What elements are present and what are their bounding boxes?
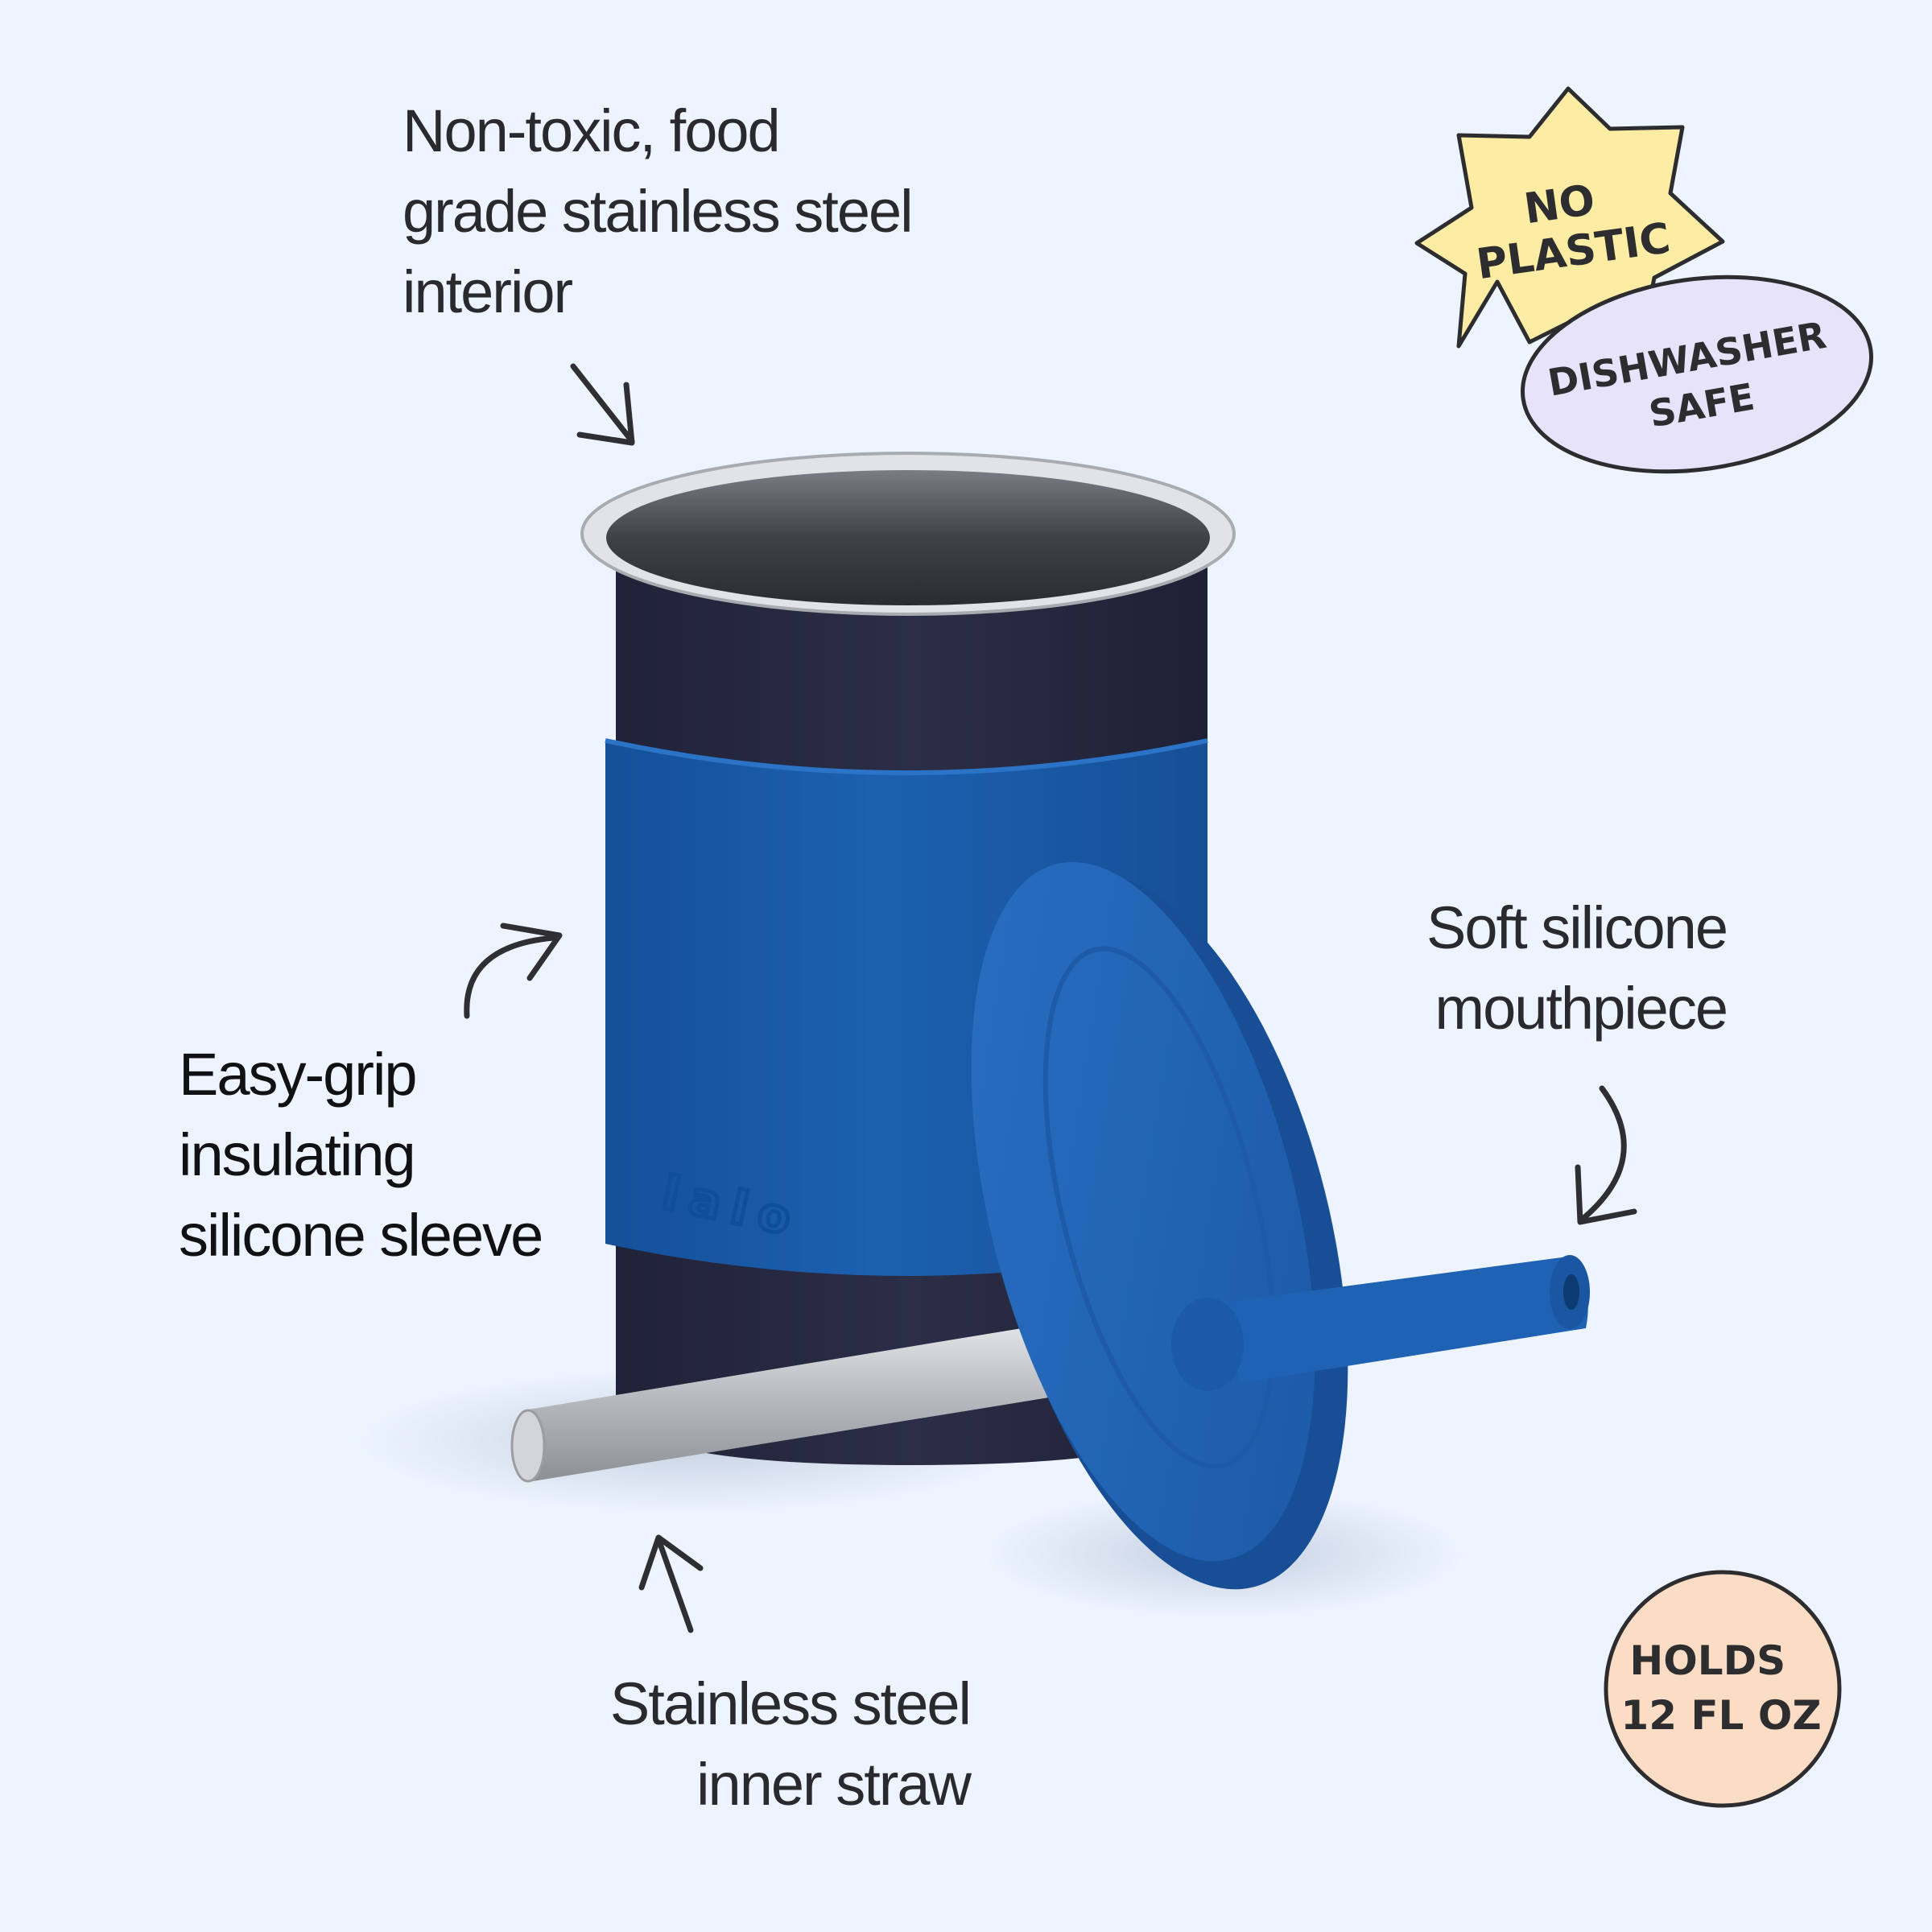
- callout-sleeve-line-2: insulating: [179, 1121, 416, 1188]
- callout-sleeve: Easy-grip insulating silicone sleeve: [179, 1034, 543, 1276]
- arrow-up-right-icon: [464, 923, 563, 1019]
- callout-sleeve-line-1: Easy-grip: [179, 1041, 418, 1108]
- steel-interior: [606, 470, 1210, 605]
- dishwasher-safe-badge: DISHWASHER SAFE: [1520, 275, 1874, 474]
- callout-mouthpiece-line-1: Soft silicone: [1426, 894, 1728, 961]
- callout-straw-line-1: Stainless steel: [609, 1670, 972, 1737]
- no-plastic-badge: NO PLASTIC: [1414, 86, 1725, 349]
- no-plastic-line-1: NO: [1521, 176, 1598, 234]
- callout-mouthpiece-line-2: mouthpiece: [1435, 975, 1728, 1042]
- callout-interior: Non-toxic, food grade stainless steel in…: [402, 91, 914, 332]
- silicone-lid: [971, 861, 1590, 1590]
- arrow-up-icon: [638, 1534, 704, 1633]
- cup: lalo: [580, 452, 1236, 1465]
- arrow-down-right-icon: [570, 363, 635, 446]
- callout-interior-line-3: interior: [402, 258, 573, 325]
- arrow-down-left-icon: [1575, 1085, 1637, 1225]
- svg-text:HOLDS 12 FL OZ: HOLDS 12 FL OZ: [1620, 1637, 1821, 1739]
- callout-interior-line-2: grade stainless steel: [402, 178, 914, 245]
- holds-line-1: HOLDS: [1629, 1637, 1785, 1684]
- mouthpiece: [1224, 1256, 1588, 1383]
- callout-sleeve-line-3: silicone sleeve: [179, 1202, 543, 1269]
- callout-mouthpiece: Soft silicone mouthpiece: [1304, 888, 1728, 1049]
- callout-straw-line-2: inner straw: [696, 1751, 972, 1818]
- callout-straw: Stainless steel inner straw: [547, 1664, 972, 1825]
- holds-capacity-badge: HOLDS 12 FL OZ: [1604, 1570, 1842, 1808]
- callout-interior-line-1: Non-toxic, food: [402, 97, 781, 164]
- holds-line-2: 12 FL OZ: [1620, 1692, 1821, 1739]
- steel-straw: [510, 1320, 1079, 1483]
